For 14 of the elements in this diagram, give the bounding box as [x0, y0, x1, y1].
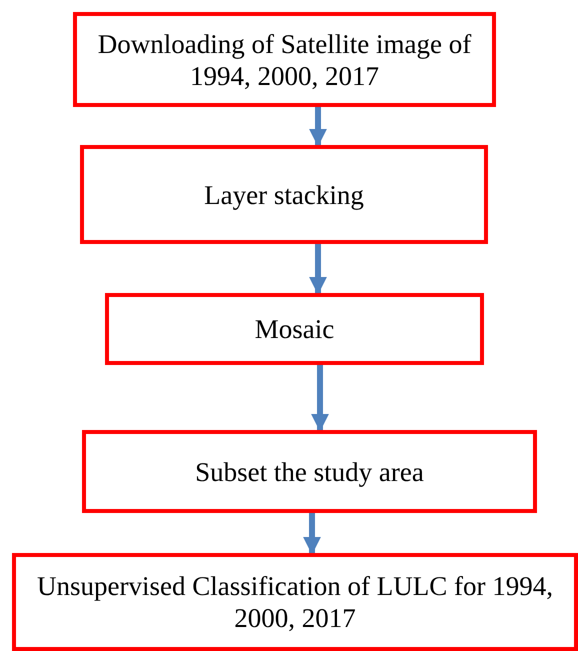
step-text: Unsupervised Classification of LULC for 1994, 2000, 2017: [36, 570, 554, 634]
step-text: Mosaic: [254, 313, 336, 345]
step-text: Layer stacking: [203, 178, 365, 210]
step-text: Downloading of Satellite image of 1994, 2000, 2017: [96, 28, 472, 92]
step-text: Subset the study area: [194, 456, 425, 488]
arrow: [303, 513, 321, 555]
arrow: [309, 244, 327, 295]
process-box: [82, 430, 537, 513]
process-box: [80, 145, 488, 244]
process-box: [73, 12, 496, 107]
process-box: [12, 553, 578, 651]
arrow: [309, 107, 327, 147]
process-box: [105, 293, 484, 365]
arrow: [311, 365, 329, 432]
